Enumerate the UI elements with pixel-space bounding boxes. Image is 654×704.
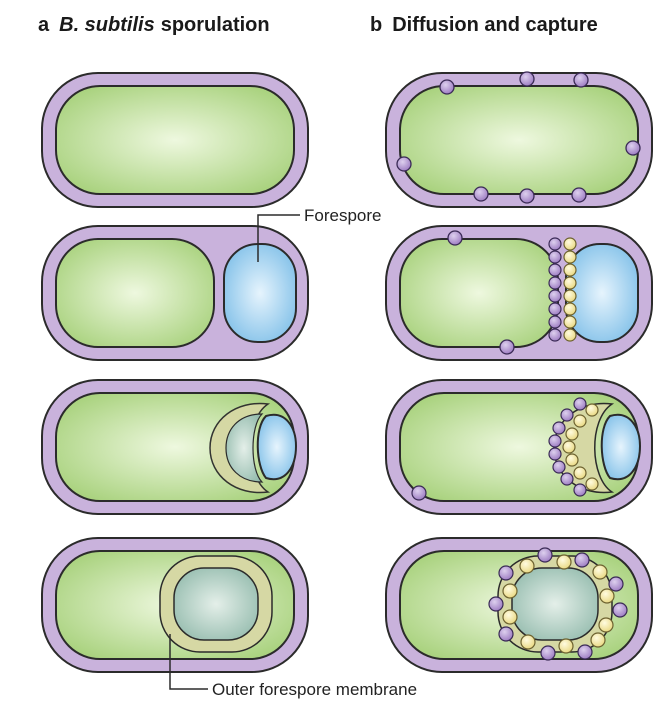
yellow-protein	[564, 264, 576, 276]
cell-b3	[386, 380, 652, 514]
yellow-protein	[574, 415, 586, 427]
purple-protein	[626, 141, 640, 155]
purple-protein	[500, 340, 514, 354]
purple-protein	[549, 251, 561, 263]
purple-protein	[520, 189, 534, 203]
cell-b2	[386, 226, 652, 360]
yellow-protein	[563, 441, 575, 453]
cell-a1	[42, 73, 308, 207]
yellow-protein	[591, 633, 605, 647]
purple-protein	[572, 188, 586, 202]
purple-protein	[520, 72, 534, 86]
purple-protein	[549, 264, 561, 276]
purple-protein	[412, 486, 426, 500]
purple-protein	[574, 73, 588, 87]
yellow-protein	[503, 610, 517, 624]
yellow-protein	[521, 635, 535, 649]
purple-protein	[549, 303, 561, 315]
yellow-protein	[559, 639, 573, 653]
purple-protein	[549, 238, 561, 250]
engulfed-forespore	[512, 568, 598, 640]
cell-b1	[386, 72, 652, 207]
yellow-protein	[593, 565, 607, 579]
cytoplasm	[400, 239, 558, 347]
purple-protein	[549, 316, 561, 328]
yellow-protein	[564, 277, 576, 289]
purple-protein	[489, 597, 503, 611]
purple-protein	[538, 548, 552, 562]
purple-protein	[549, 448, 561, 460]
purple-protein	[561, 473, 573, 485]
yellow-protein	[557, 555, 571, 569]
yellow-protein	[586, 478, 598, 490]
yellow-protein	[564, 251, 576, 263]
yellow-protein	[564, 238, 576, 250]
yellow-protein	[564, 316, 576, 328]
purple-protein	[561, 409, 573, 421]
purple-protein	[397, 157, 411, 171]
purple-protein	[574, 398, 586, 410]
purple-protein	[499, 627, 513, 641]
purple-protein	[574, 484, 586, 496]
yellow-protein	[566, 454, 578, 466]
cell-b4	[386, 538, 652, 672]
yellow-protein	[566, 428, 578, 440]
purple-protein	[440, 80, 454, 94]
purple-protein	[549, 277, 561, 289]
yellow-protein	[564, 329, 576, 341]
yellow-protein	[574, 467, 586, 479]
purple-protein	[549, 435, 561, 447]
cytoplasm	[56, 239, 214, 347]
cell-a3	[42, 380, 308, 514]
forespore	[602, 415, 640, 479]
forespore-label: Forespore	[304, 206, 381, 225]
forespore	[258, 415, 296, 479]
purple-protein	[613, 603, 627, 617]
purple-protein	[549, 329, 561, 341]
engulfed-forespore	[174, 568, 258, 640]
purple-protein	[578, 645, 592, 659]
purple-protein	[549, 290, 561, 302]
yellow-protein	[564, 290, 576, 302]
outer-membrane-label: Outer forespore membrane	[212, 680, 417, 699]
cytoplasm	[400, 86, 638, 194]
purple-protein	[499, 566, 513, 580]
cytoplasm	[56, 86, 294, 194]
purple-protein	[474, 187, 488, 201]
cell-a4	[42, 538, 308, 672]
forespore	[566, 244, 638, 342]
forespore	[224, 244, 296, 342]
cell-a2	[42, 226, 308, 360]
purple-protein	[448, 231, 462, 245]
yellow-protein	[600, 589, 614, 603]
purple-protein	[575, 553, 589, 567]
purple-protein	[541, 646, 555, 660]
yellow-protein	[503, 584, 517, 598]
purple-protein	[553, 422, 565, 434]
purple-protein	[609, 577, 623, 591]
yellow-protein	[599, 618, 613, 632]
yellow-protein	[586, 404, 598, 416]
yellow-protein	[520, 559, 534, 573]
purple-protein	[553, 461, 565, 473]
yellow-protein	[564, 303, 576, 315]
